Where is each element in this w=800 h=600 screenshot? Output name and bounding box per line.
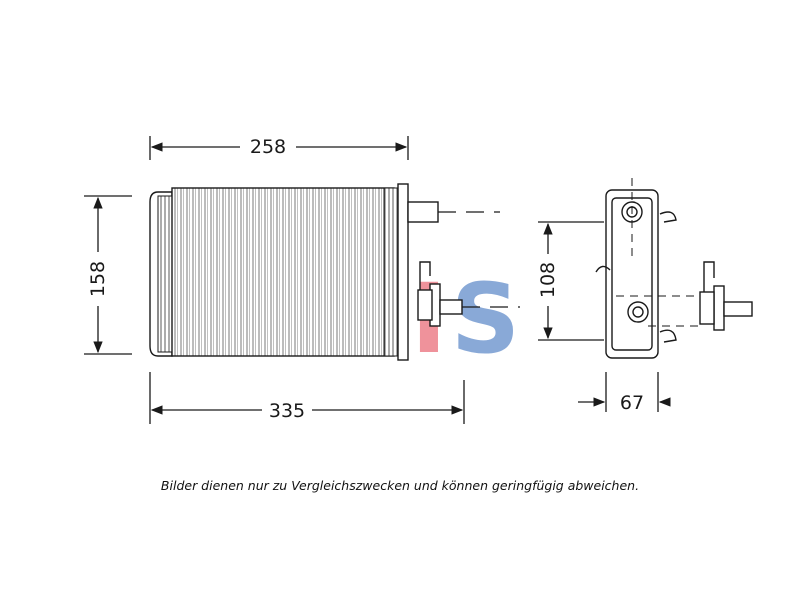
right-tank bbox=[383, 187, 399, 357]
front-view bbox=[149, 183, 520, 361]
dim-label-335: 335 bbox=[269, 400, 305, 422]
side-clip-mid bbox=[595, 265, 611, 273]
dim-label-108: 108 bbox=[537, 262, 559, 298]
side-clip-top bbox=[659, 211, 677, 223]
dim-label-258: 258 bbox=[250, 136, 286, 158]
side-body bbox=[605, 189, 659, 359]
valve-bracket bbox=[419, 261, 431, 290]
side-valve-flange bbox=[713, 285, 725, 331]
side-valve-bracket bbox=[703, 261, 715, 292]
left-tank-fins bbox=[157, 195, 173, 353]
radiator-core bbox=[171, 187, 395, 357]
side-clip-bottom bbox=[659, 329, 677, 343]
disclaimer-caption: Bilder dienen nur zu Vergleichszwecken u… bbox=[160, 478, 640, 493]
lower-port bbox=[627, 301, 649, 323]
mounting-plate bbox=[397, 183, 409, 361]
upper-pipe bbox=[407, 201, 439, 223]
side-view bbox=[595, 178, 753, 359]
left-tank bbox=[149, 191, 173, 357]
valve-body bbox=[417, 289, 433, 321]
side-valve-pipe bbox=[723, 301, 753, 317]
lower-pipe bbox=[439, 299, 463, 315]
dimension-lines bbox=[84, 136, 671, 424]
dim-label-67: 67 bbox=[620, 392, 644, 414]
dim-label-158: 158 bbox=[87, 261, 109, 297]
side-valve-body bbox=[699, 291, 715, 325]
watermark-letter: S bbox=[451, 263, 524, 375]
lower-port-inner bbox=[632, 306, 644, 318]
